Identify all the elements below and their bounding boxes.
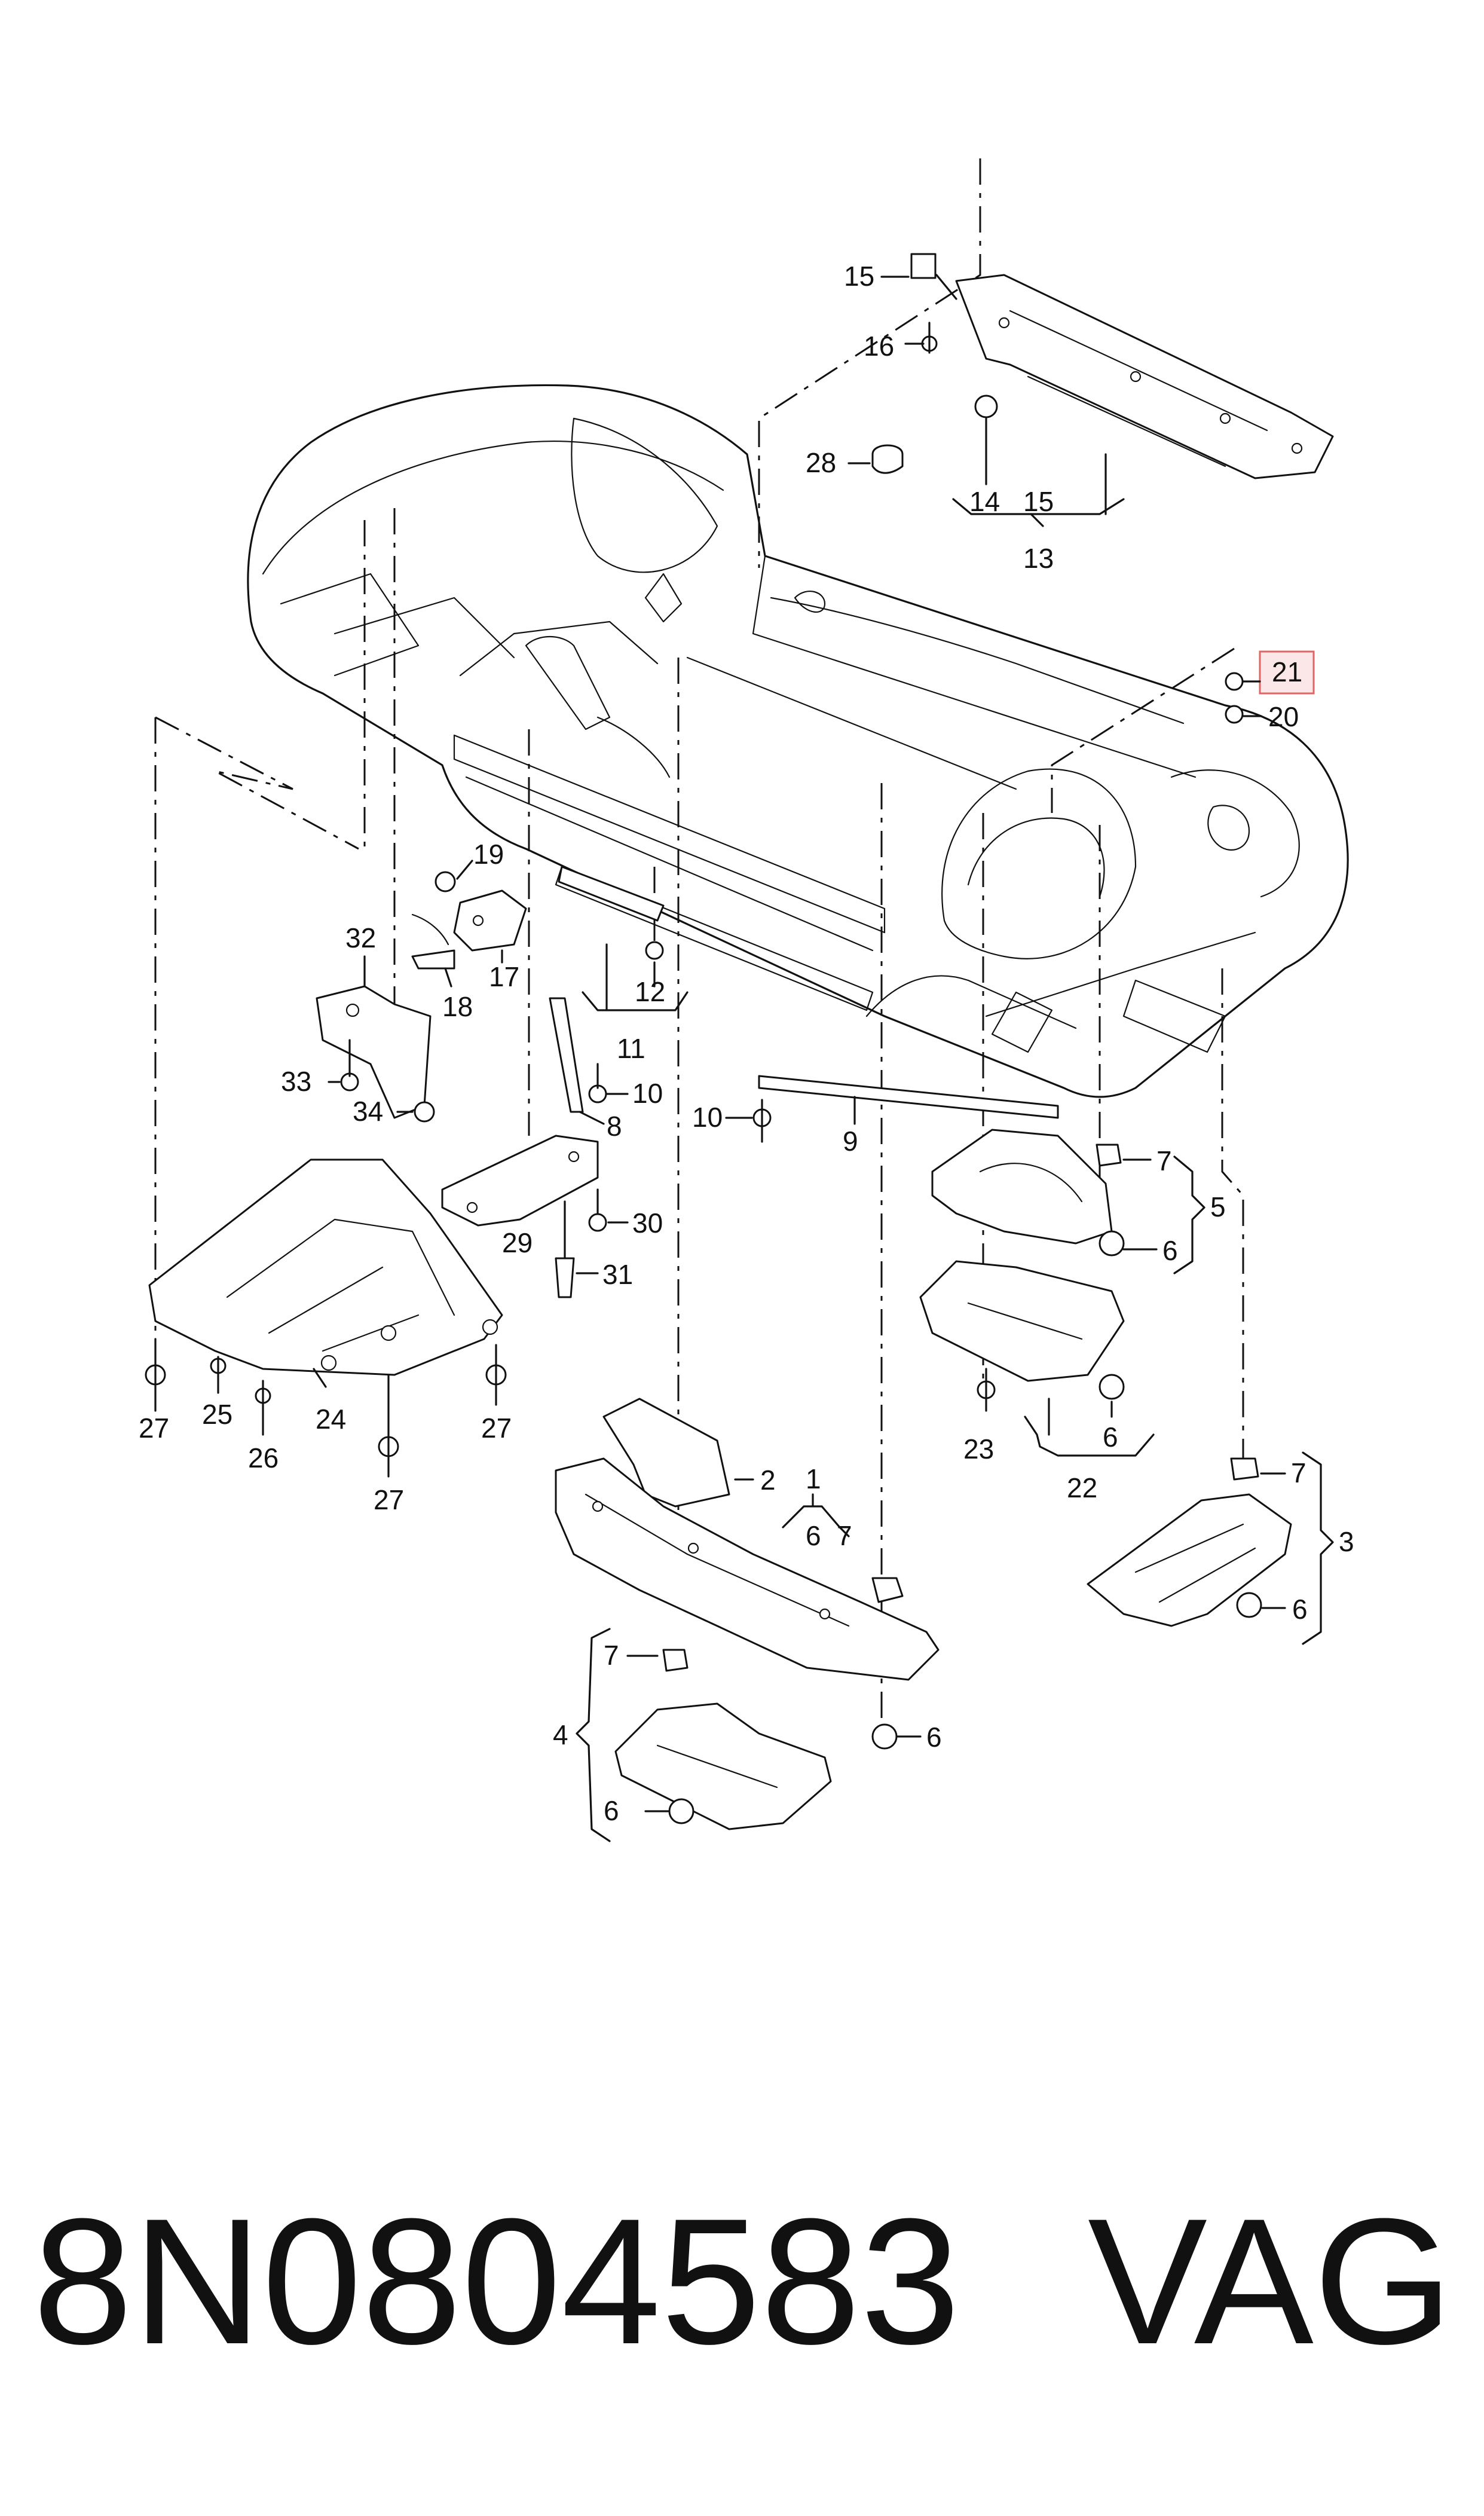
callout-15a: 15 (844, 261, 874, 292)
callout-20: 20 (1268, 701, 1299, 732)
callout-10b: 10 (692, 1102, 723, 1133)
brand-name: VAG (1088, 2181, 1453, 2382)
callout-7b: 7 (604, 1640, 619, 1671)
callout-6a-top: 6 (806, 1520, 821, 1551)
callout-27c: 27 (481, 1413, 512, 1444)
callout-4: 4 (553, 1719, 568, 1750)
part-number: 8N0804583 (33, 2181, 960, 2382)
clip-7a-icon (871, 1577, 904, 1603)
callout-31: 31 (602, 1259, 633, 1290)
callout-6e: 6 (1292, 1594, 1308, 1625)
callout-labels: 15 16 28 14 15 13 21 20 19 17 18 32 12 1… (139, 261, 1354, 1826)
callout-6b: 6 (926, 1722, 942, 1753)
callout-28: 28 (806, 447, 836, 478)
callout-14: 14 (969, 486, 1000, 517)
nut-34-icon (414, 1101, 435, 1123)
clip-7d-icon (1230, 1457, 1259, 1481)
callout-26: 26 (248, 1442, 279, 1473)
callout-7a: 7 (837, 1520, 852, 1551)
strut-8-icon (549, 997, 584, 1113)
callout-5: 5 (1210, 1191, 1226, 1222)
part-5-wheelhouse (931, 1129, 1113, 1245)
plug-28-icon (871, 444, 904, 474)
callout-9: 9 (843, 1126, 858, 1157)
callout-24: 24 (316, 1404, 346, 1435)
part-13-side-panel (955, 274, 1334, 479)
callout-7c: 7 (1156, 1145, 1172, 1176)
highlight-box-21 (1259, 650, 1315, 695)
nut-20-icon (1225, 705, 1244, 724)
part-3-panel (1087, 1493, 1292, 1627)
callout-7d: 7 (1291, 1457, 1306, 1488)
callout-1: 1 (806, 1463, 821, 1494)
bolt-10a-icon (588, 1063, 607, 1103)
vehicle-underbody (247, 384, 1349, 1098)
nut-6c-icon (1099, 1230, 1125, 1257)
callout-13: 13 (1023, 543, 1054, 574)
callout-30: 30 (632, 1207, 663, 1239)
clip-7c-icon (1096, 1144, 1122, 1167)
nut-6d-icon (1099, 1374, 1125, 1400)
part-1-tunnel-panel (555, 1457, 940, 1681)
clip-15-icon (910, 253, 937, 279)
part-2-shield (602, 1398, 730, 1508)
nut-21-icon (1225, 672, 1244, 691)
bolt-10b-icon (752, 1099, 772, 1143)
part-24-skid-plate (148, 1158, 503, 1376)
callout-22: 22 (1067, 1472, 1097, 1503)
bracket-17-icon (453, 889, 527, 952)
callout-3: 3 (1339, 1526, 1354, 1557)
callout-6f: 6 (604, 1795, 619, 1826)
callout-6c: 6 (1162, 1235, 1178, 1266)
nut-14-icon (974, 395, 998, 418)
bracket-32-icon (316, 985, 432, 1119)
callout-32: 32 (345, 922, 376, 953)
bolt-27c-icon (485, 1344, 507, 1406)
callout-19: 19 (473, 839, 504, 870)
bolt-30-icon (588, 1188, 607, 1232)
bolt-27a-icon (145, 1338, 166, 1412)
bolt-25-icon (210, 1356, 227, 1394)
bolt-27b-icon (378, 1374, 399, 1478)
bracket-29-icon (441, 1135, 599, 1227)
nut-6b-icon (668, 1798, 694, 1824)
strip-11-icon (558, 866, 665, 922)
screw-16-icon (921, 322, 938, 354)
callout-2: 2 (760, 1465, 776, 1496)
clip-7b-icon (662, 1649, 689, 1672)
callout-27a: 27 (139, 1413, 169, 1444)
callout-21: 21 (1272, 656, 1302, 687)
nut-6e-icon (1236, 1592, 1262, 1618)
callout-25: 25 (202, 1399, 232, 1430)
callout-16: 16 (864, 331, 894, 362)
part-22-panel (919, 1260, 1125, 1382)
strut-9-icon (758, 1075, 1059, 1119)
nut-12-icon (645, 941, 664, 960)
callout-11: 11 (617, 1033, 645, 1064)
nut-19-icon (435, 871, 456, 892)
callout-29: 29 (502, 1227, 533, 1258)
callout-6d: 6 (1103, 1421, 1118, 1453)
callout-17: 17 (489, 961, 519, 992)
part-4-panel (614, 1702, 832, 1830)
callout-8: 8 (607, 1111, 622, 1142)
callout-18: 18 (442, 991, 473, 1022)
bolt-33-icon (340, 1039, 359, 1092)
callout-12: 12 (635, 976, 665, 1007)
bolt-26-icon (255, 1380, 271, 1436)
callout-34: 34 (353, 1096, 383, 1127)
bracket-18-icon (411, 913, 455, 970)
callout-23: 23 (963, 1433, 994, 1465)
nut-6a-icon (871, 1723, 898, 1750)
clip-31-icon (555, 1200, 575, 1298)
callout-10a: 10 (632, 1078, 663, 1109)
bolt-23-icon (977, 1368, 996, 1412)
callout-33: 33 (281, 1066, 311, 1097)
callout-15b: 15 (1023, 486, 1054, 517)
callout-27b: 27 (374, 1484, 404, 1515)
